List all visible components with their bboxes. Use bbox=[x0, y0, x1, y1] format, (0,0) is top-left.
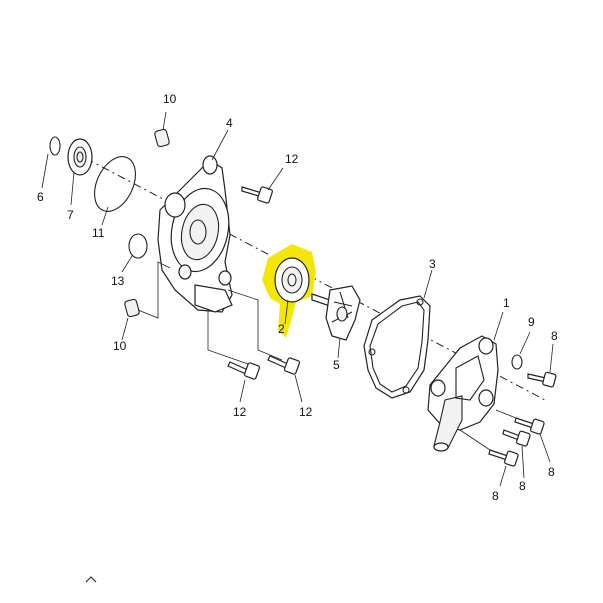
callout-12-top: 12 bbox=[285, 152, 299, 166]
callout-12-lower-left: 12 bbox=[233, 405, 247, 419]
callout-8-c: 8 bbox=[519, 479, 526, 493]
callout-12-lower-right: 12 bbox=[299, 405, 313, 419]
part-11-oring bbox=[94, 156, 136, 226]
callout-5: 5 bbox=[333, 358, 340, 372]
part-9-washer bbox=[511, 331, 531, 370]
callout-6: 6 bbox=[37, 190, 44, 204]
part-3-gasket bbox=[363, 269, 433, 399]
callout-3: 3 bbox=[429, 257, 436, 271]
callout-13: 13 bbox=[111, 274, 125, 288]
part-8-bolt-2 bbox=[514, 417, 551, 463]
part-12-bolt-lower-right bbox=[267, 355, 303, 403]
callout-10-top: 10 bbox=[163, 92, 177, 106]
part-2-oil-seal-highlighted bbox=[262, 244, 316, 338]
part-12-bolt-lower-left bbox=[227, 361, 261, 403]
part-1-pump-cover bbox=[427, 311, 504, 452]
callout-8-d: 8 bbox=[492, 489, 499, 503]
part-6-circlip bbox=[41, 136, 61, 189]
part-13-oring bbox=[121, 233, 148, 273]
part-8-bolt-1 bbox=[527, 343, 557, 388]
part-10-dowel-top bbox=[154, 111, 170, 148]
callout-1: 1 bbox=[503, 296, 510, 310]
callout-7: 7 bbox=[67, 208, 74, 222]
part-7-bearing bbox=[67, 138, 93, 206]
callout-8-a: 8 bbox=[551, 329, 558, 343]
callout-9: 9 bbox=[528, 315, 535, 329]
part-5-impeller bbox=[311, 285, 361, 359]
leader-lines-right-bolts bbox=[459, 409, 517, 451]
callout-2: 2 bbox=[278, 322, 285, 336]
callout-8-b: 8 bbox=[548, 465, 555, 479]
callout-4: 4 bbox=[226, 116, 233, 130]
caret-mark bbox=[85, 576, 97, 583]
part-4-pump-housing bbox=[157, 129, 233, 313]
callout-10-lower: 10 bbox=[113, 339, 127, 353]
callout-11: 11 bbox=[92, 226, 105, 240]
part-8-bolt-4 bbox=[488, 449, 519, 487]
part-10-dowel-lower bbox=[121, 261, 171, 341]
part-12-bolt-top bbox=[241, 167, 284, 204]
part-8-bolt-3 bbox=[502, 429, 531, 479]
leader-lines-lower-bolts bbox=[207, 289, 283, 365]
